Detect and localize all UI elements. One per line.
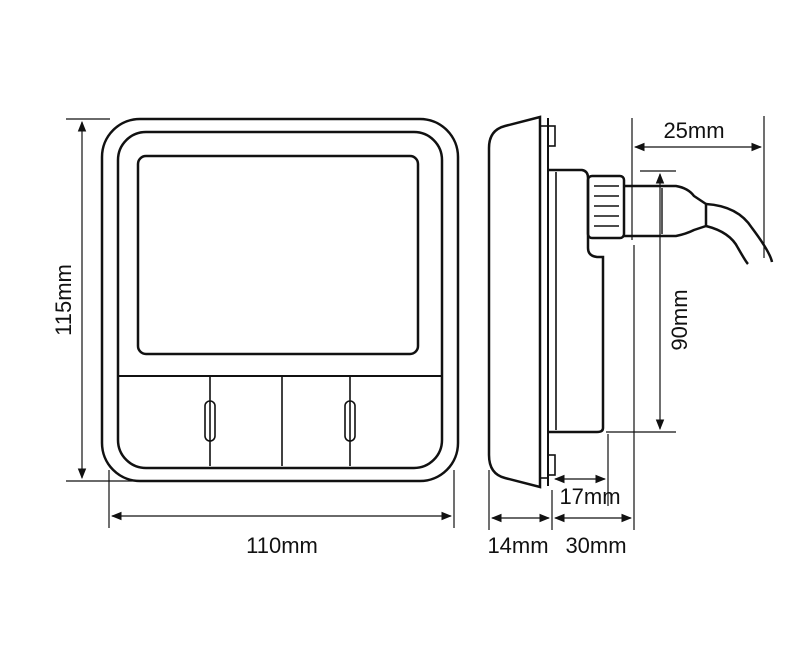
dimension-front-width: 110mm <box>108 470 455 558</box>
label-30mm: 30mm <box>565 533 626 558</box>
dimension-rear-height: 90mm <box>606 170 692 433</box>
connector-nut <box>586 174 626 240</box>
label-17mm: 17mm <box>559 484 620 509</box>
cable <box>705 202 774 263</box>
label-14mm: 14mm <box>487 533 548 558</box>
label-110mm: 110mm <box>246 533 318 558</box>
connector-body <box>624 184 708 238</box>
bezel-outer <box>100 117 460 483</box>
button-indicator-right <box>344 400 356 442</box>
button-indicator-left <box>204 400 216 442</box>
rear-housing <box>548 168 605 434</box>
label-115mm: 115mm <box>51 264 76 336</box>
bezel-inner <box>116 130 444 470</box>
label-90mm: 90mm <box>667 289 692 350</box>
mount-clip-bottom <box>547 454 556 476</box>
dimension-depths: 17mm 14mm 30mm <box>487 245 635 558</box>
bezel-profile <box>487 115 542 489</box>
label-25mm: 25mm <box>663 118 724 143</box>
front-view <box>100 117 460 483</box>
dimension-cable-clearance: 25mm <box>631 116 765 258</box>
display-screen <box>136 154 420 356</box>
dimension-front-height: 115mm <box>51 118 136 482</box>
mount-clip-top <box>547 125 556 147</box>
side-view <box>487 115 774 489</box>
